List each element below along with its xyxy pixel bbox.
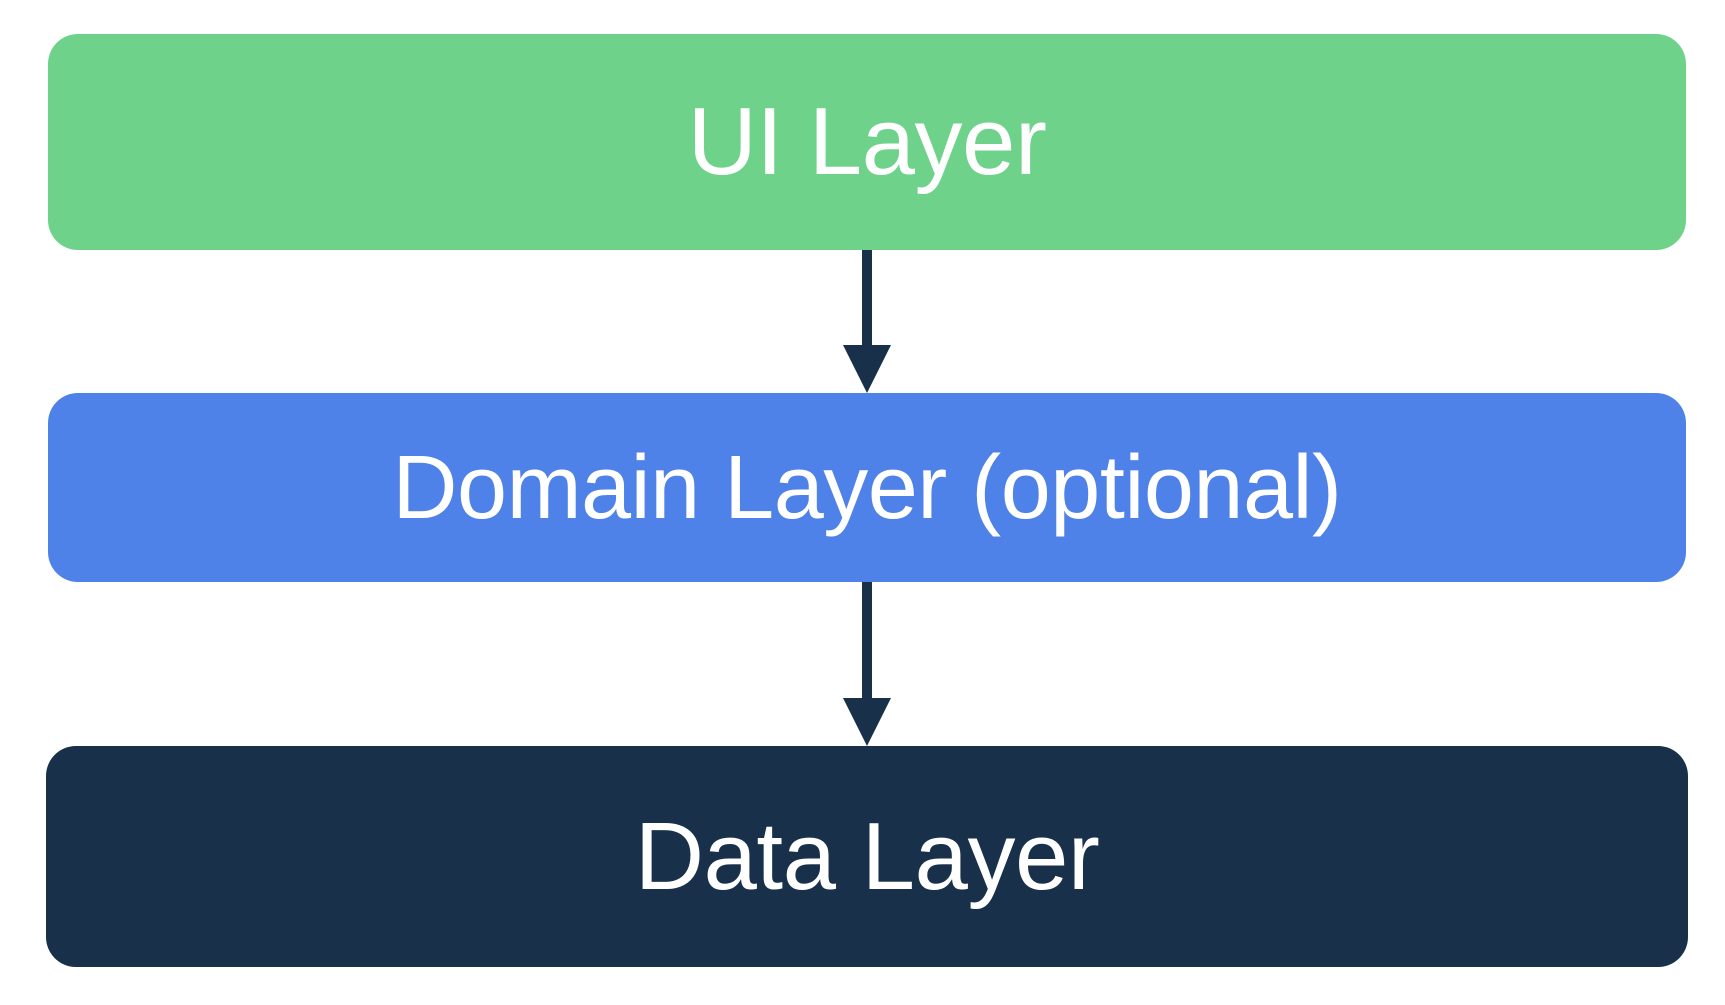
data-layer-box[interactable]: Data Layer [46,746,1688,967]
domain-layer-box[interactable]: Domain Layer (optional) [48,393,1686,582]
data-layer-label: Data Layer [634,802,1100,910]
domain-layer-label: Domain Layer (optional) [392,437,1342,538]
ui-layer-box[interactable]: UI Layer [48,34,1686,250]
ui-layer-label: UI Layer [687,88,1047,195]
arrow-domain-to-data-icon [843,582,891,746]
arrow-ui-to-domain-icon [843,250,891,393]
